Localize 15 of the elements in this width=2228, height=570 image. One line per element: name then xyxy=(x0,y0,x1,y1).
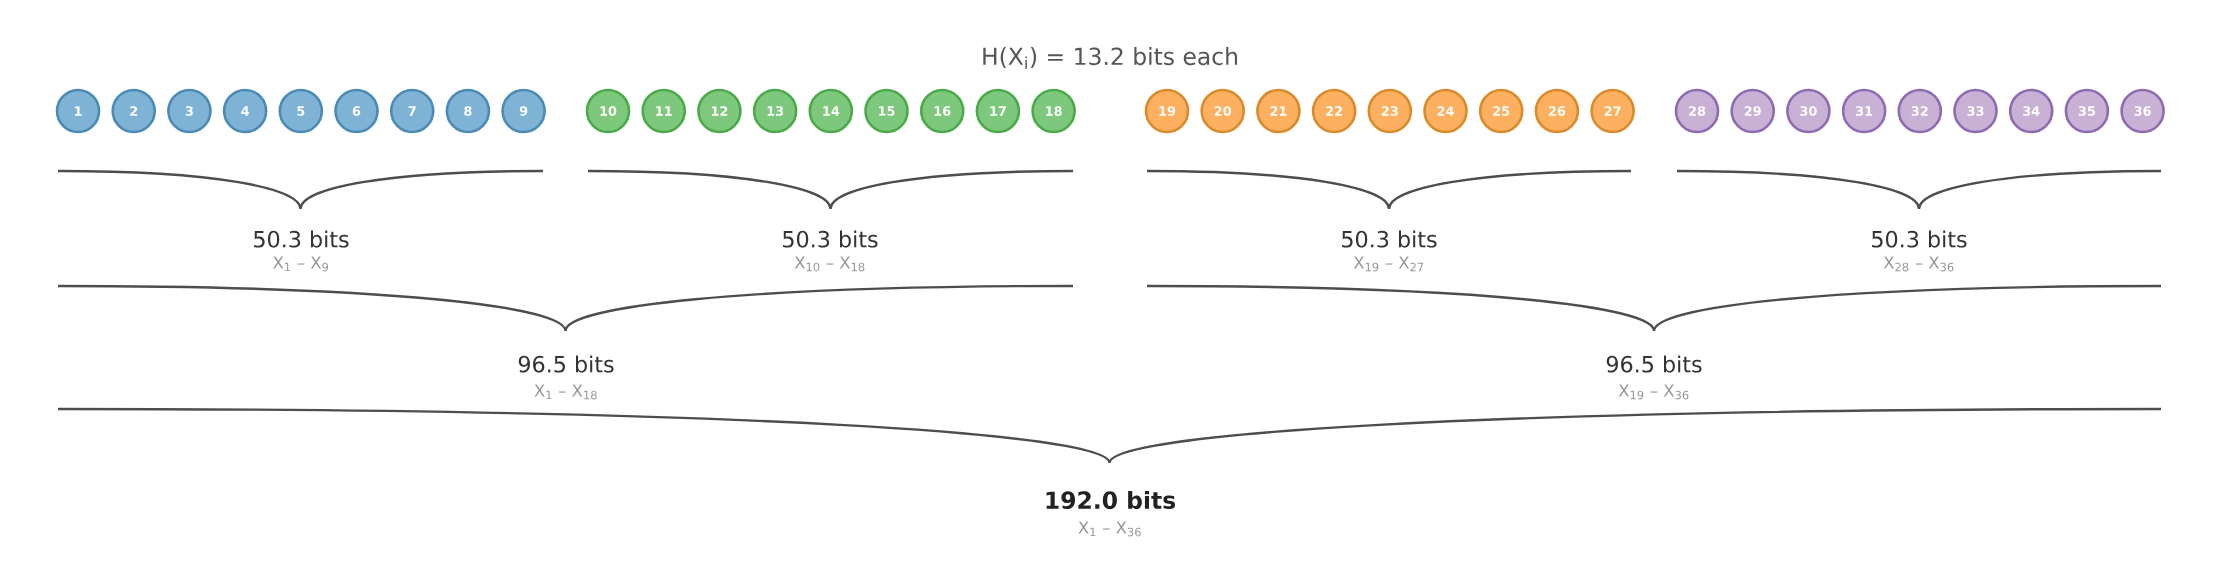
bits-label: 50.3 bits xyxy=(783,230,878,248)
range-label: X$_{19}$ – X$_{27}$ xyxy=(1353,256,1424,272)
bits-label: 96.5 bits xyxy=(518,355,614,373)
range-label: X$_{28}$ – X$_{36}$ xyxy=(1883,256,1954,272)
range-label: X$_{1}$ – X$_{18}$ xyxy=(534,384,597,400)
range-label: X$_{1}$ – X$_{36}$ xyxy=(1078,521,1141,537)
range-label: X$_{19}$ – X$_{36}$ xyxy=(1618,384,1689,400)
total-label: 192.0 bits xyxy=(1046,490,1176,510)
range-label: X$_{1}$ – X$_{9}$ xyxy=(273,256,329,272)
title: H(X$_{i}$) = 13.2 bits each xyxy=(983,47,1237,69)
bits-label: 50.3 bits xyxy=(1872,230,1967,248)
bits-label: 50.3 bits xyxy=(1342,230,1437,248)
bits-label: 50.3 bits xyxy=(254,230,349,248)
bits-label: 96.5 bits xyxy=(1606,355,1702,373)
range-label: X$_{10}$ – X$_{18}$ xyxy=(794,256,865,272)
